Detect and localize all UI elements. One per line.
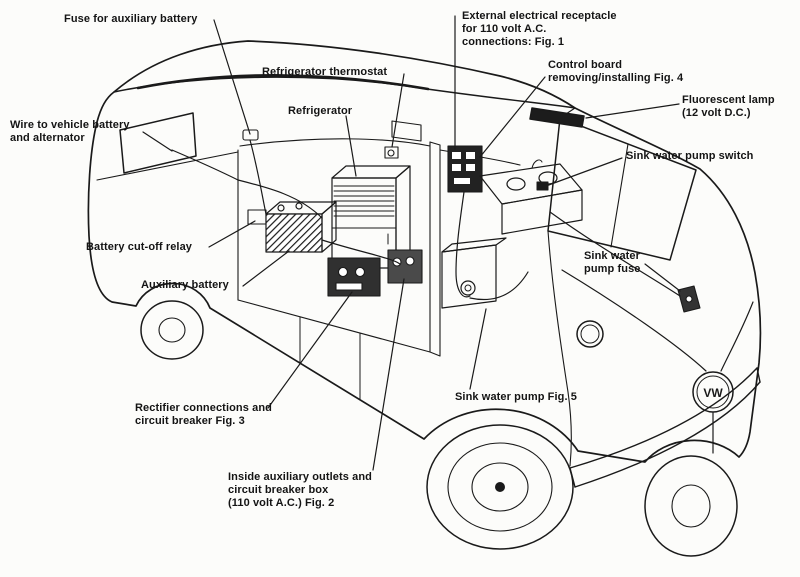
label-sink-water-pump: Sink water pump Fig. 5 xyxy=(455,391,577,403)
label-sink-water-pump-switch: Sink water pump switch xyxy=(626,150,754,162)
leader-rectifier-connections xyxy=(267,291,353,409)
side-panel-seam xyxy=(299,316,361,401)
label-external-electrical-receptacle: External electrical receptacle for 110 v… xyxy=(462,10,617,48)
aux-battery-fuse xyxy=(242,129,259,141)
label-sink-water-pump-fuse: Sink water pump fuse xyxy=(584,250,641,275)
cutaway-top-rail xyxy=(239,138,431,147)
battery-cutoff-relay-box xyxy=(247,209,267,225)
leader-sink-water-pump xyxy=(469,308,487,390)
label-rectifier-connections: Rectifier connections and circuit breake… xyxy=(135,402,272,427)
label-fluorescent-lamp: Fluorescent lamp (12 volt D.C.) xyxy=(682,94,775,119)
leader-refrigerator xyxy=(345,115,357,177)
svg-text:VW: VW xyxy=(703,386,723,400)
leader-inside-outlets xyxy=(372,278,405,471)
control-board-panel xyxy=(447,145,483,193)
headlight xyxy=(576,320,604,348)
auxiliary-battery-box xyxy=(265,201,337,253)
sink-unit xyxy=(479,159,583,235)
leader-lines xyxy=(142,15,681,471)
label-refrigerator-thermostat: Refrigerator thermostat xyxy=(262,66,388,78)
roof-vent-box xyxy=(391,120,422,142)
front-right-wheel xyxy=(644,455,738,557)
label-wire-to-vehicle-battery: Wire to vehicle battery and alternator xyxy=(10,119,130,144)
leader-wire-vehicle-battery xyxy=(142,131,173,152)
refrigerator-thermostat-knob xyxy=(384,146,399,159)
wiring-lines xyxy=(171,139,681,301)
label-auxiliary-battery: Auxiliary battery xyxy=(141,279,229,291)
label-fuse-for-auxiliary-battery: Fuse for auxiliary battery xyxy=(64,13,198,25)
leader-sink-pump-fuse xyxy=(644,263,681,292)
leader-fuse-aux-battery xyxy=(213,19,251,135)
label-control-board: Control board removing/installing Fig. 4 xyxy=(548,59,684,84)
leader-fluorescent-lamp xyxy=(585,103,680,119)
rear-wheel xyxy=(140,300,204,360)
sink-pump-fuse-marker xyxy=(677,285,701,313)
leader-sink-pump-switch xyxy=(545,157,623,187)
headlight-inner xyxy=(580,324,600,344)
rectifier-breaker-box xyxy=(327,257,381,297)
label-battery-cut-off-relay: Battery cut-off relay xyxy=(86,241,193,253)
belt-line xyxy=(96,151,239,181)
leader-refrigerator-thermostat xyxy=(391,73,405,148)
roof-wiring-harness xyxy=(136,74,430,91)
label-refrigerator: Refrigerator xyxy=(288,105,353,117)
fluorescent-lamp-bar xyxy=(529,107,585,128)
leader-control-board xyxy=(479,76,546,158)
label-inside-auxiliary-outlets: Inside auxiliary outlets and circuit bre… xyxy=(228,471,373,509)
front-v-trim xyxy=(561,269,754,454)
vw-logo: VW xyxy=(692,371,734,413)
leader-auxiliary-battery xyxy=(242,250,290,287)
front-left-crease xyxy=(547,230,572,467)
leader-battery-cutoff-relay xyxy=(208,220,256,248)
sink-pump-switch-box xyxy=(536,181,549,191)
water-tank-and-pump xyxy=(441,237,507,309)
front-left-wheel xyxy=(426,424,574,550)
auxiliary-outlet-box xyxy=(387,249,423,284)
rear-side-window xyxy=(119,112,197,174)
interior-floor-edge xyxy=(237,299,431,353)
